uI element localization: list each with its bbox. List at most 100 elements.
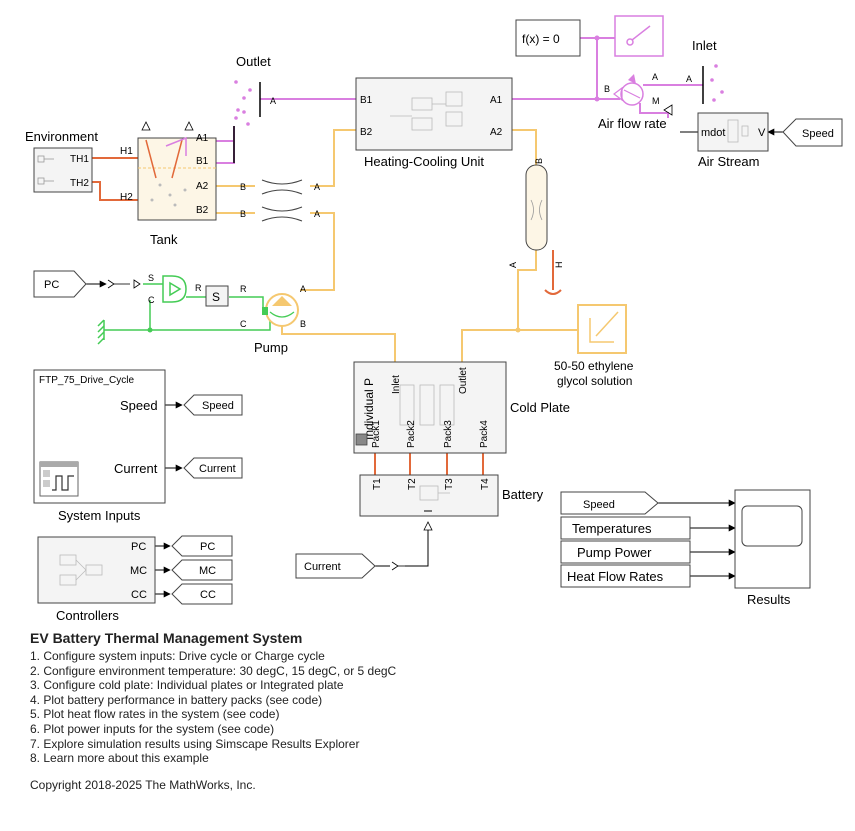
- air-flow-port-b: B: [604, 84, 610, 94]
- cold-plate-port-pack2: Pack2: [406, 420, 417, 448]
- ground-junction: [147, 327, 153, 333]
- environment-port-th1: TH1: [70, 154, 89, 165]
- tank-icon: [138, 121, 216, 207]
- cold-plate-label: Cold Plate: [510, 400, 570, 415]
- tank-pipe-2-port-b: B: [240, 209, 246, 219]
- moist-air-properties-block[interactable]: [614, 15, 664, 57]
- pc-goto-tag[interactable]: [171, 535, 233, 557]
- controllers-label: Controllers: [56, 608, 119, 623]
- switch-port-s: S: [148, 273, 154, 283]
- tank-pipe-1-port-b: B: [240, 182, 246, 192]
- current-from-tag[interactable]: [295, 553, 376, 579]
- outlet-label: Outlet: [236, 54, 271, 69]
- instruction-learn-more[interactable]: 8. Learn more about this example: [30, 751, 209, 766]
- hcu-port-a2: A2: [490, 127, 503, 138]
- system-inputs-label: System Inputs: [58, 508, 141, 523]
- environment-icon: [37, 155, 54, 185]
- pipe-port-a: A: [508, 262, 518, 268]
- results-input-pump-power: Pump Power: [577, 545, 652, 560]
- thermal-reference-icon: [544, 289, 562, 295]
- tank-port-a1: A1: [196, 133, 209, 144]
- signal-lines: [86, 128, 783, 598]
- instruction-configure-inputs[interactable]: 1. Configure system inputs: Drive cycle …: [30, 649, 325, 663]
- pump-power-subsystem[interactable]: [560, 540, 691, 564]
- ps-converter-icon: [107, 279, 141, 289]
- solver-config-label: f(x) = 0: [522, 32, 560, 46]
- results-input-heat-flow-rates: Heat Flow Rates: [567, 569, 664, 584]
- cold-plate-icon: [399, 384, 455, 426]
- controlled-switch-block[interactable]: [162, 275, 187, 303]
- speed-results-from-tag[interactable]: [560, 491, 659, 515]
- current-from-tag-label: Current: [304, 561, 341, 573]
- fluid-label-line1: 50-50 ethylene: [554, 359, 634, 373]
- solver-config-block[interactable]: [515, 19, 581, 57]
- cold-plate-port-pack4: Pack4: [479, 420, 490, 448]
- controllers-block[interactable]: [37, 536, 156, 604]
- results-input-speed: Speed: [583, 499, 615, 511]
- controllers-out-pc: PC: [131, 541, 146, 553]
- fluid-properties-icon: [589, 311, 619, 343]
- cc-goto-tag[interactable]: [171, 583, 233, 605]
- pipe-port-b: B: [534, 158, 544, 164]
- speed-from-tag-label: Speed: [802, 128, 834, 140]
- heat-flow-rates-subsystem[interactable]: [560, 564, 691, 588]
- speed-goto-tag[interactable]: [183, 394, 243, 416]
- system-inputs-title: FTP_75_Drive_Cycle: [39, 375, 134, 386]
- tank-block[interactable]: [137, 137, 217, 221]
- signal-editor-icon: [39, 461, 79, 497]
- switch-port-c: C: [148, 295, 155, 305]
- instruction-configure-cold-plate[interactable]: 3. Configure cold plate: Individual plat…: [30, 678, 344, 693]
- air-stream-block[interactable]: [697, 112, 769, 152]
- instruction-configure-environment[interactable]: 2. Configure environment temperature: 30…: [30, 663, 397, 678]
- instruction-plot-battery[interactable]: 4. Plot battery performance in battery p…: [30, 692, 323, 707]
- moist-air-properties-icon: [626, 25, 651, 46]
- s-block-label: S: [212, 290, 220, 304]
- tank-pipe-1[interactable]: [261, 179, 303, 195]
- environment-block[interactable]: [33, 147, 93, 193]
- instruction-plot-heat-flow[interactable]: 5. Plot heat flow rates in the system (s…: [30, 707, 280, 722]
- current-goto-tag[interactable]: [183, 457, 243, 479]
- pump-label: Pump: [254, 340, 288, 355]
- speed-goto-tag-label: Speed: [202, 400, 234, 412]
- model-description: EV Battery Thermal Management System 1. …: [30, 630, 830, 792]
- s-block[interactable]: [205, 285, 229, 307]
- cold-plate-block[interactable]: [353, 361, 507, 454]
- battery-label: Battery: [502, 487, 544, 502]
- heating-cooling-unit-block[interactable]: [355, 77, 513, 151]
- battery-port-t4: T4: [480, 478, 491, 490]
- tank-port-b2: B2: [196, 205, 209, 216]
- heating-cooling-unit-icon: [390, 91, 463, 131]
- cold-plate-port-inlet: Inlet: [391, 375, 402, 394]
- moist-air-junction-2: [594, 96, 600, 102]
- battery-block[interactable]: [359, 474, 499, 517]
- tank-pipe-2-port-a: A: [314, 209, 320, 219]
- system-inputs-out-current: Current: [114, 461, 158, 476]
- tank-pipe-2[interactable]: [261, 206, 303, 222]
- cold-plate-port-outlet: Outlet: [458, 367, 469, 394]
- pump-block[interactable]: [262, 293, 299, 327]
- results-input-temperatures: Temperatures: [572, 521, 652, 536]
- current-goto-tag-label: Current: [199, 463, 236, 475]
- air-stream-port-mdot: mdot: [701, 127, 725, 139]
- air-flow-port-a: A: [652, 72, 658, 82]
- outlet-icon[interactable]: [234, 80, 261, 117]
- instruction-explore-results[interactable]: 7. Explore simulation results using Sims…: [30, 736, 360, 751]
- hcu-port-b1: B1: [360, 95, 373, 106]
- pump-port-a: A: [300, 284, 306, 294]
- pipe-block[interactable]: [525, 164, 548, 251]
- inlet-icon[interactable]: [702, 64, 724, 104]
- air-flow-rate-block[interactable]: [613, 74, 644, 106]
- instruction-plot-power[interactable]: 6. Plot power inputs for the system (see…: [30, 721, 275, 736]
- tank-port-a2: A2: [196, 181, 209, 192]
- temperatures-subsystem[interactable]: [560, 516, 691, 540]
- fluid-label-line2: glycol solution: [557, 374, 632, 388]
- speed-from-tag[interactable]: [782, 118, 843, 147]
- controllers-icon: [59, 554, 103, 586]
- hcu-port-b2: B2: [360, 127, 373, 138]
- moist-air-junction: [594, 35, 600, 41]
- pipe-icon: [530, 199, 543, 221]
- mc-goto-tag[interactable]: [171, 559, 233, 581]
- pump-port-b: B: [300, 319, 306, 329]
- cc-goto-tag-label: CC: [200, 589, 216, 601]
- pc-from-tag[interactable]: [33, 270, 87, 298]
